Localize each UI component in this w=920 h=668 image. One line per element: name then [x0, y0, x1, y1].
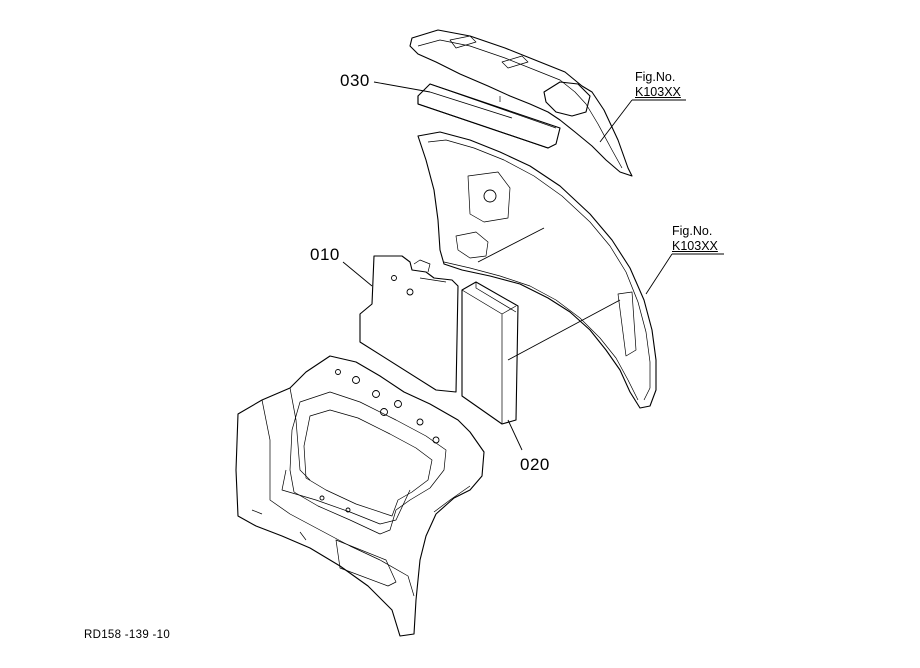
leader-lines	[342, 81, 724, 451]
figure-reference-lower: Fig.No. K103XX	[672, 224, 718, 254]
callout-010: 010	[310, 245, 340, 264]
part-010-plate	[359, 255, 459, 393]
part-030-foam-block	[417, 83, 561, 149]
callout-020: 020	[520, 455, 550, 474]
callout-030: 030	[340, 71, 370, 90]
drawing-code: RD158 -139 -10	[84, 629, 171, 641]
rear-curved-panel	[417, 131, 657, 409]
figure-reference-upper: Fig.No. K103XX	[635, 70, 681, 100]
lower-base-structure	[235, 355, 485, 637]
upper-cover-panel	[409, 29, 633, 177]
figure-reference-lower-number: K103XX	[672, 239, 718, 253]
part-020-foam-block	[461, 281, 519, 425]
figure-reference-upper-number: K103XX	[635, 85, 681, 99]
figure-reference-upper-label: Fig.No.	[635, 70, 676, 84]
figure-reference-lower-label: Fig.No.	[672, 224, 713, 238]
